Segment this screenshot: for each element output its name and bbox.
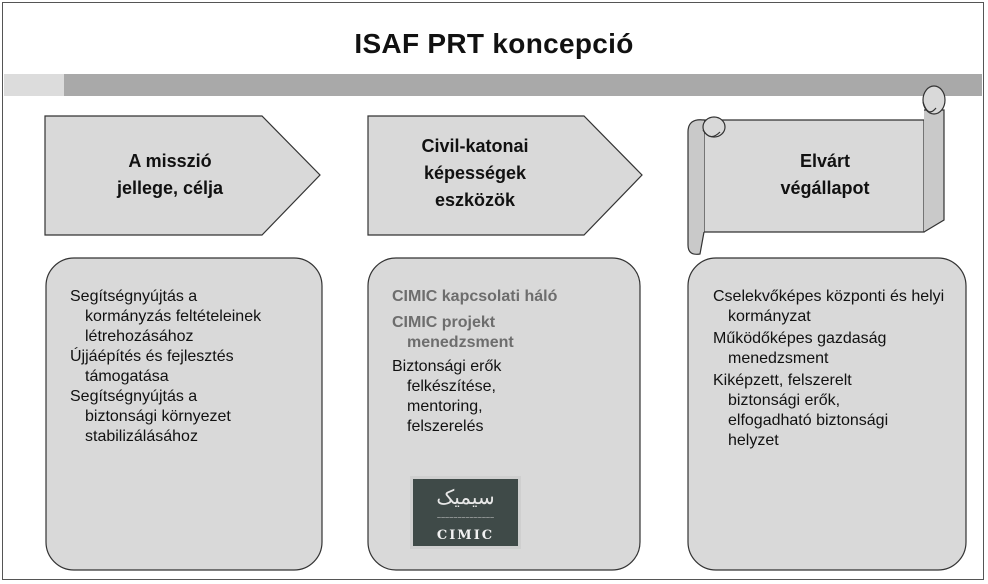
list-item: Segítségnyújtás a kormányzás feltételein…: [70, 288, 262, 345]
arrow-shape-mission: [44, 115, 321, 236]
box-1-text: Segítségnyújtás a kormányzás feltételein…: [70, 287, 270, 447]
scroll-label-line: végállapot: [780, 178, 870, 198]
list-item: Működőképes gazdaság menedzsment: [713, 330, 887, 367]
arrow-label-capabilities: Civil-katonai képességek eszközök: [370, 133, 580, 214]
arrow-label-line: képességek: [423, 163, 527, 183]
scroll-label-end-state: Elvárt végállapot: [760, 148, 890, 202]
content-box-3: [687, 257, 967, 571]
list-item: Kiképzett, felszerelt biztonsági erők, e…: [713, 372, 889, 449]
arrow-shape-capabilities: [367, 115, 643, 236]
box-3-text: Cselekvőképes központi és helyi kormányz…: [713, 287, 953, 451]
list-item: Biztonsági erők felkészítése, mentoring,…: [392, 358, 502, 435]
list-item: Cselekvőképes központi és helyi kormányz…: [713, 288, 945, 325]
list-item: Segítségnyújtás a biztonsági környezet s…: [70, 388, 231, 445]
list-item: CIMIC projekt menedzsment: [392, 314, 514, 351]
scroll-label-line: Elvárt: [799, 151, 851, 171]
content-box-1: [45, 257, 323, 571]
arrow-label-line: jellege, célja: [116, 178, 224, 198]
cimic-logo-ornament: ~~~~~~~~~~~~~~: [436, 515, 495, 522]
cimic-logo-script: سیمیک: [436, 485, 495, 509]
cimic-logo: سیمیک ~~~~~~~~~~~~~~ CIMIC: [410, 476, 521, 549]
cimic-logo-caption: CIMIC: [436, 528, 495, 543]
list-item: Újjáépítés és fejlesztés támogatása: [70, 348, 234, 385]
header-band-light: [4, 74, 64, 96]
arrow-label-line: Civil-katonai: [421, 136, 529, 156]
arrow-label-line: A misszió: [128, 151, 212, 171]
arrow-label-line: eszközök: [434, 190, 516, 210]
header-band-dark: [64, 74, 982, 96]
arrow-label-mission: A misszió jellege, célja: [60, 148, 280, 202]
scroll-shape-end-state: [687, 85, 946, 255]
box-2-text: CIMIC kapcsolati háló CIMIC projekt mene…: [392, 287, 627, 437]
list-item: CIMIC kapcsolati háló: [392, 288, 558, 305]
slide-title: ISAF PRT koncepció: [354, 28, 634, 59]
